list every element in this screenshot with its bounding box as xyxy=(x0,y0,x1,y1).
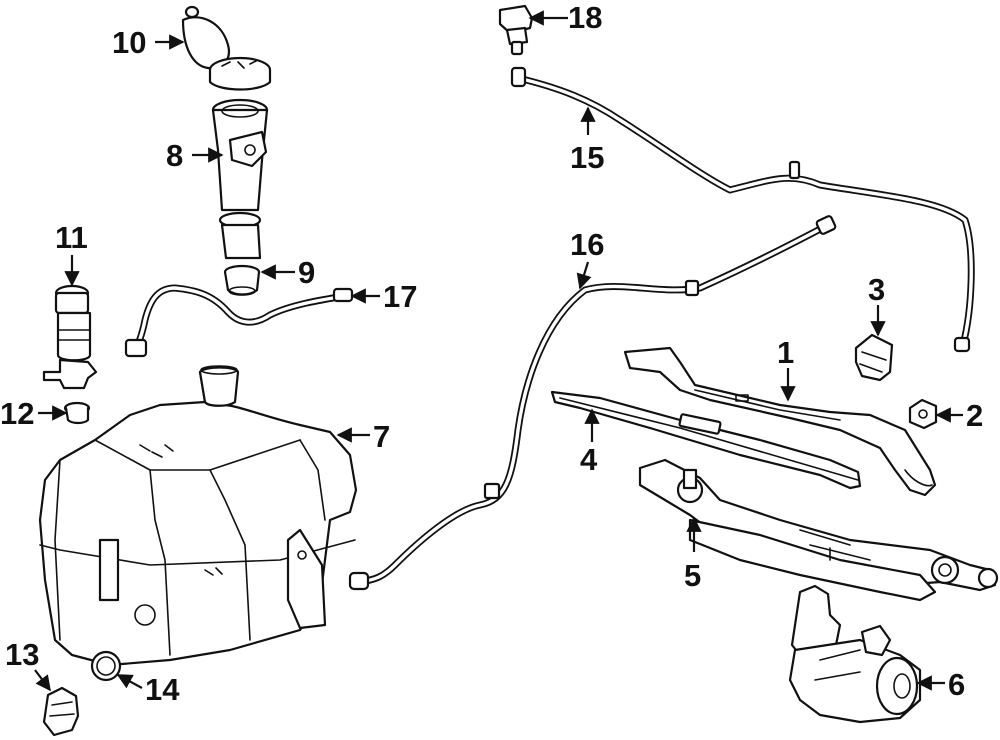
part-1-wiper-arm[interactable] xyxy=(623,346,937,497)
part-2-nut[interactable] xyxy=(908,398,938,430)
part-12-grommet[interactable] xyxy=(63,401,91,425)
part-18-washer-nozzle[interactable] xyxy=(498,4,534,56)
part-8-filler-neck[interactable] xyxy=(211,98,269,260)
callout-18[interactable]: 18 xyxy=(568,0,602,35)
part-13-clip[interactable] xyxy=(42,686,80,737)
part-3-pivot-cap[interactable] xyxy=(854,333,894,382)
callout-10[interactable]: 10 xyxy=(112,25,146,60)
part-6-wiper-motor[interactable] xyxy=(788,584,922,724)
part-5-wiper-linkage[interactable] xyxy=(638,458,999,602)
part-15-washer-hose[interactable] xyxy=(510,66,975,353)
part-7-washer-reservoir[interactable] xyxy=(38,365,358,667)
callout-5[interactable]: 5 xyxy=(684,558,701,593)
part-17-washer-hose[interactable] xyxy=(124,284,354,358)
callout-13[interactable]: 13 xyxy=(5,637,39,672)
callout-4[interactable]: 4 xyxy=(580,442,598,477)
part-16-washer-hose[interactable] xyxy=(348,215,837,591)
callout-17[interactable]: 17 xyxy=(383,279,417,314)
callout-9[interactable]: 9 xyxy=(298,255,315,290)
callout-8[interactable]: 8 xyxy=(166,138,183,173)
part-11-washer-pump[interactable] xyxy=(42,284,98,390)
callout-15[interactable]: 15 xyxy=(570,140,604,175)
callout-12[interactable]: 12 xyxy=(0,396,34,431)
leader-lines xyxy=(34,10,963,692)
callout-1[interactable]: 1 xyxy=(777,335,794,370)
callout-7[interactable]: 7 xyxy=(373,419,390,454)
callout-6[interactable]: 6 xyxy=(948,667,965,702)
part-9-seal[interactable] xyxy=(223,264,261,296)
callout-2[interactable]: 2 xyxy=(966,398,983,433)
callout-3[interactable]: 3 xyxy=(868,272,885,307)
part-14-ring[interactable] xyxy=(90,650,122,682)
callout-16[interactable]: 16 xyxy=(570,227,604,262)
callout-labels: 1 2 3 4 5 6 7 8 9 10 11 12 13 14 15 16 1… xyxy=(0,0,983,707)
callout-11[interactable]: 11 xyxy=(55,220,88,255)
part-10-filler-cap[interactable] xyxy=(181,5,272,91)
part-4-wiper-blade[interactable] xyxy=(550,390,862,490)
callout-14[interactable]: 14 xyxy=(145,672,180,707)
